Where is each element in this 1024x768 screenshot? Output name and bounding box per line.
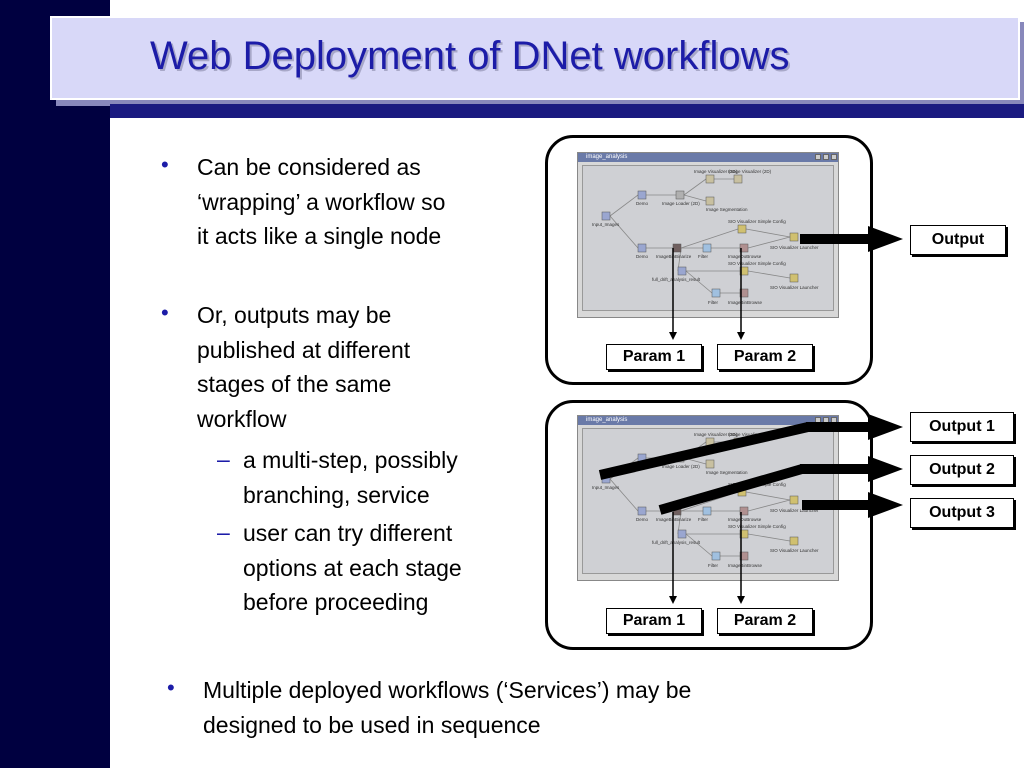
node-label: ImageBinBrowse	[728, 300, 763, 305]
node-label: SIO Visualizer Simple Config	[728, 524, 786, 529]
node-label: ImageDoBrowse	[728, 254, 762, 259]
node-label: Input_Images	[592, 222, 620, 227]
output-2-label: Output 2	[910, 455, 1014, 485]
node-label: Filter	[698, 254, 709, 259]
sub-bullet-marker: –	[217, 519, 230, 545]
node-label: SIO Visualizer Simple Config	[728, 219, 786, 224]
node-label: Image Visualizer (2D)	[728, 169, 772, 174]
sub-bullet-1: – a multi-step, possibly branching, serv…	[217, 443, 533, 512]
bullet-marker: •	[167, 675, 175, 700]
workflow-graph: Input_Images Demo Image Loader (2D) Imag…	[592, 169, 819, 305]
node-label: Image Loader (2D)	[662, 464, 700, 469]
bullet-2-line-2: published at different	[197, 336, 411, 363]
sub-bullet-2: – user can try different options at each…	[217, 516, 533, 620]
node-label: ImageBinBinarize	[656, 517, 692, 522]
output-3-arrow	[802, 492, 903, 518]
node-label: SIO Visualizer Launcher	[770, 245, 819, 250]
node-label: Demo	[636, 517, 649, 522]
sub-bullet-2-line-1: user can try different	[243, 520, 453, 546]
bullet-marker: •	[161, 152, 169, 177]
node-label: Input_Images	[592, 485, 620, 490]
node-label: ImageDoBrowse	[728, 517, 762, 522]
diagram-1-screenshot: image_analysis	[577, 152, 839, 318]
bottom-bullet-line-2: designed to be used in sequence	[203, 711, 541, 738]
close-icon	[831, 154, 837, 160]
node-label: SIO Visualizer Launcher	[770, 508, 819, 513]
window-titlebar: image_analysis	[578, 153, 838, 162]
node-label: ImageBinBinarize	[656, 254, 692, 259]
node-label: Image Loader (2D)	[662, 201, 700, 206]
bullet-1: • Can be considered as ‘wrapping’ a work…	[161, 150, 527, 254]
header-divider	[110, 104, 1024, 118]
output-1-arrow	[598, 414, 903, 480]
node-label: Image Segmentation	[706, 470, 748, 475]
param-1-label: Param 1	[606, 608, 702, 634]
node-label: Filter	[708, 563, 719, 568]
node-label: Demo	[636, 201, 649, 206]
sub-bullet-2-line-2: options at each stage	[243, 554, 462, 581]
sub-bullet-2-line-3: before proceeding	[243, 589, 429, 615]
param-2-label: Param 2	[717, 608, 813, 634]
window-title: image_analysis	[586, 154, 628, 160]
sub-bullet-marker: –	[217, 446, 230, 472]
node-label: Image Visualizer (2D)	[694, 169, 738, 174]
node-label: Image Visualizer (2D)	[694, 432, 738, 437]
window-title: image_analysis	[586, 417, 628, 423]
sub-bullet-1-line-2: branching, service	[243, 481, 430, 508]
bullet-2-line-1: Or, outputs may be	[197, 302, 392, 328]
output-2-arrow	[658, 456, 903, 515]
slide-title: Web Deployment of DNet workflows	[150, 34, 790, 78]
bullet-2: • Or, outputs may be published at differ…	[161, 298, 527, 436]
bullet-2-line-3: stages of the same	[197, 371, 392, 397]
bottom-bullet-line-1: Multiple deployed workflows (‘Services’)…	[203, 677, 692, 703]
node-label: Filter	[698, 517, 709, 522]
output-1-label: Output 1	[910, 412, 1014, 442]
title-box	[50, 16, 1020, 100]
node-label: Filter	[708, 300, 719, 305]
output-arrow	[800, 226, 903, 252]
node-label: SIO Visualizer Launcher	[770, 285, 819, 290]
output-label: Output	[910, 225, 1006, 255]
bullet-marker: •	[161, 300, 169, 325]
bottom-bullet: • Multiple deployed workflows (‘Services…	[167, 673, 843, 742]
bullet-1-line-1: Can be considered as	[197, 154, 421, 180]
node-label: SIO Visualizer Launcher	[770, 548, 819, 553]
output-3-label: Output 3	[910, 498, 1014, 528]
node-label: SIO Visualizer Simple Config	[728, 261, 786, 266]
node-label: full_drift_analysis_result	[652, 540, 701, 545]
window-titlebar: image_analysis	[578, 416, 838, 425]
bullet-1-line-3: it acts like a single node	[197, 223, 442, 249]
param-1-label: Param 1	[606, 344, 702, 370]
minimize-icon	[815, 154, 821, 160]
node-label: Image Visualizer (2D)	[728, 432, 772, 437]
maximize-icon	[823, 154, 829, 160]
param-2-label: Param 2	[717, 344, 813, 370]
sub-bullet-1-line-1: a multi-step, possibly	[243, 447, 458, 473]
node-label: Demo	[636, 254, 649, 259]
bullet-2-line-4: workflow	[197, 405, 287, 432]
bullet-1-line-2: ‘wrapping’ a workflow so	[197, 188, 446, 215]
node-label: full_drift_analysis_result	[652, 277, 701, 282]
node-label: ImageBinBrowse	[728, 563, 763, 568]
left-sidebar-bar	[0, 0, 110, 768]
node-label: Image Segmentation	[706, 207, 748, 212]
